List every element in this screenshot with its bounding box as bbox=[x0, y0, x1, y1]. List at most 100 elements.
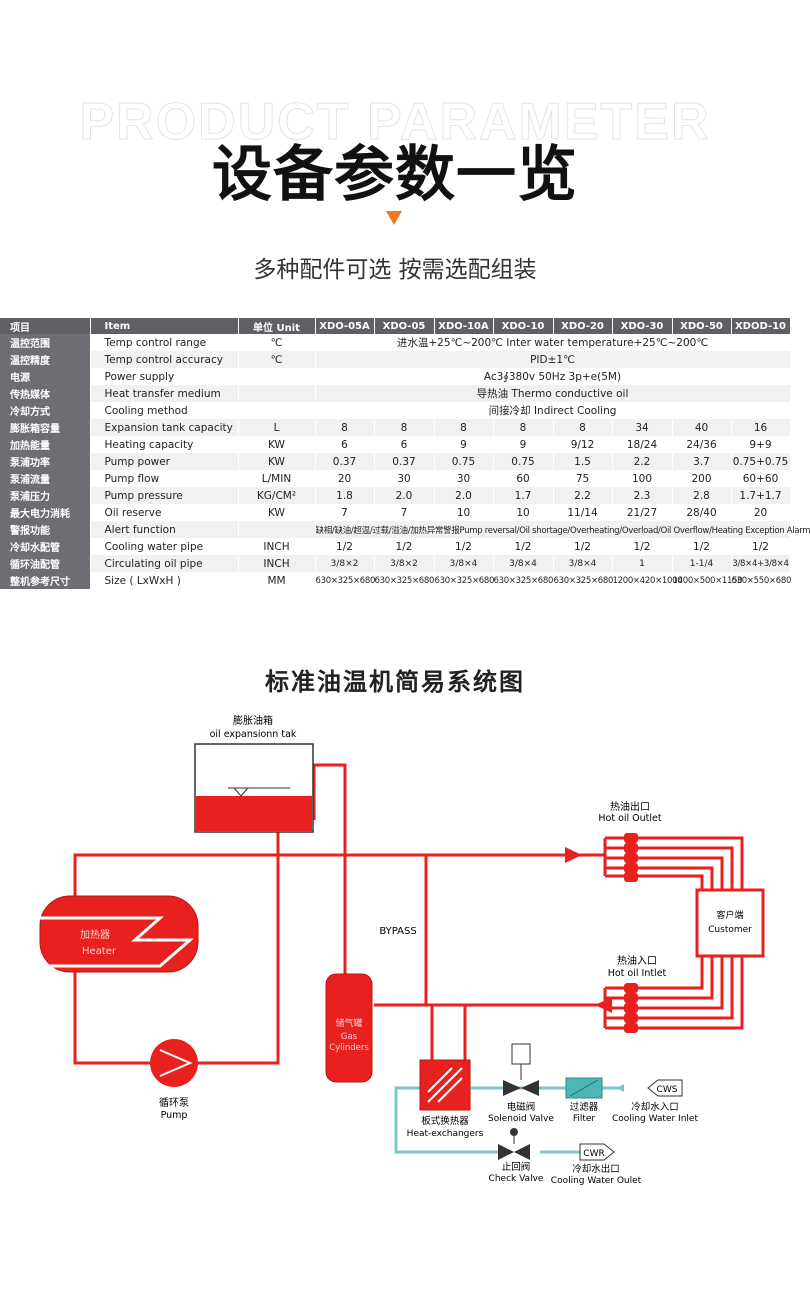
row-value: 2.0 bbox=[434, 487, 494, 504]
row-label-cn: 循环油配管 bbox=[0, 555, 91, 572]
filter-label-en: Filter bbox=[573, 1114, 596, 1124]
row-value: 0.75+0.75 bbox=[731, 453, 791, 470]
table-row: 膨胀箱容量 Expansion tank capacity L 8 8 8 8 … bbox=[0, 419, 791, 436]
row-value: 0.37 bbox=[374, 453, 435, 470]
cws-text: CWS bbox=[657, 1085, 678, 1095]
row-value: 630×325×680 bbox=[553, 572, 613, 589]
row-value: 3/8×4 bbox=[493, 555, 554, 572]
gas-label-en-1: Gas bbox=[341, 1032, 358, 1042]
row-label-en: Expansion tank capacity bbox=[90, 419, 239, 436]
pipe-pump-to-tank bbox=[198, 830, 280, 1065]
row-label-en: Cooling water pipe bbox=[90, 538, 239, 555]
row-value: 1200×420×1000 bbox=[612, 572, 683, 589]
row-unit bbox=[238, 368, 316, 385]
column-header: Item bbox=[90, 318, 239, 334]
row-unit: L bbox=[238, 419, 316, 436]
row-value: 1.7+1.7 bbox=[731, 487, 791, 504]
row-label-cn: 冷却水配管 bbox=[0, 538, 91, 555]
row-unit: KW bbox=[238, 436, 316, 453]
cws-label-cn: 冷却水入口 bbox=[631, 1101, 679, 1113]
row-value: 1/2 bbox=[672, 538, 732, 555]
pipe-water-return bbox=[394, 1086, 500, 1154]
row-unit bbox=[238, 402, 316, 419]
cwr-label-cn: 冷却水出口 bbox=[572, 1163, 620, 1175]
row-value: 6 bbox=[315, 436, 375, 453]
row-value: 9 bbox=[493, 436, 554, 453]
row-value: 60 bbox=[493, 470, 554, 487]
row-value: 20 bbox=[315, 470, 375, 487]
expansion-tank-label-cn: 膨胀油箱 bbox=[233, 714, 273, 727]
pump-label-en: Pump bbox=[161, 1110, 188, 1121]
row-value: 3/8×4 bbox=[434, 555, 494, 572]
row-label-cn: 加热能量 bbox=[0, 436, 91, 453]
row-label-cn: 警报功能 bbox=[0, 521, 91, 538]
table-row: 整机参考尺寸 Size ( LxWxH ) MM 630×325×680 630… bbox=[0, 572, 791, 589]
row-unit: KG/CM² bbox=[238, 487, 316, 504]
row-value: 2.2 bbox=[553, 487, 613, 504]
row-value: 1/2 bbox=[315, 538, 375, 555]
valve-left-icon bbox=[503, 1080, 521, 1096]
column-header: XDO-10 bbox=[493, 318, 554, 334]
row-value: 630×325×680 bbox=[315, 572, 375, 589]
hot-outlet-label-en: Hot oil Outlet bbox=[598, 813, 662, 824]
row-unit: ℃ bbox=[238, 334, 316, 351]
row-value: 21/27 bbox=[612, 504, 673, 521]
row-label-cn: 泵浦功率 bbox=[0, 453, 91, 470]
row-value: 100 bbox=[612, 470, 673, 487]
row-value: 7 bbox=[315, 504, 375, 521]
table-row: 泵浦功率 Pump power KW 0.37 0.37 0.75 0.75 1… bbox=[0, 453, 791, 470]
row-unit: KW bbox=[238, 504, 316, 521]
row-value-span: PID±1℃ bbox=[315, 351, 791, 368]
filter-mesh bbox=[569, 1079, 599, 1097]
row-label-cn: 最大电力消耗 bbox=[0, 504, 91, 521]
pump-arrow-icon bbox=[159, 1049, 193, 1077]
column-header: 项目 bbox=[0, 318, 91, 334]
row-value: 1/2 bbox=[374, 538, 435, 555]
solenoid-label-cn: 电磁阀 bbox=[507, 1101, 536, 1113]
row-label-en: Pump power bbox=[90, 453, 239, 470]
row-value: 9/12 bbox=[553, 436, 613, 453]
row-label-en: Circulating oil pipe bbox=[90, 555, 239, 572]
caret-down-icon bbox=[386, 211, 402, 225]
row-label-en: Oil reserve bbox=[90, 504, 239, 521]
table-row: 循环油配管 Circulating oil pipe INCH 3/8×2 3/… bbox=[0, 555, 791, 572]
table-row: 温控范围 Temp control range ℃ 进水温+25℃~200℃ I… bbox=[0, 334, 791, 351]
row-value-span: 导热油 Thermo conductive oil bbox=[315, 385, 791, 402]
arrow-right-icon bbox=[565, 847, 582, 863]
row-label-en: Temp control accuracy bbox=[90, 351, 239, 368]
column-header: 单位 Unit bbox=[238, 318, 316, 334]
row-value: 1/2 bbox=[434, 538, 494, 555]
row-label-en: Size ( LxWxH ) bbox=[90, 572, 239, 589]
arrow-left-icon bbox=[616, 1084, 624, 1092]
row-value: 18/24 bbox=[612, 436, 673, 453]
row-value: 0.37 bbox=[315, 453, 375, 470]
table-row: 冷却方式 Cooling method 间接冷却 Indirect Coolin… bbox=[0, 402, 791, 419]
filter-label-cn: 过滤器 bbox=[570, 1101, 599, 1113]
row-unit: KW bbox=[238, 453, 316, 470]
row-unit: ℃ bbox=[238, 351, 316, 368]
row-unit: INCH bbox=[238, 538, 316, 555]
row-value: 3.7 bbox=[672, 453, 732, 470]
row-value: 2.2 bbox=[612, 453, 673, 470]
customer-label-cn: 客户端 bbox=[716, 909, 743, 921]
row-value-span: 间接冷却 Indirect Cooling bbox=[315, 402, 791, 419]
row-label-cn: 膨胀箱容量 bbox=[0, 419, 91, 436]
watermark-text: PRODUCT PARAMETER bbox=[79, 93, 711, 152]
row-label-en: Temp control range bbox=[90, 334, 239, 351]
row-value: 1.5 bbox=[553, 453, 613, 470]
row-value-span: 缺相/缺油/超温/过载/溢油/加热异常警报Pump reversal/Oil s… bbox=[315, 521, 810, 538]
row-label-cn: 电源 bbox=[0, 368, 91, 385]
row-label-en: Pump flow bbox=[90, 470, 239, 487]
row-value: 3/8×4 bbox=[553, 555, 613, 572]
row-value: 8 bbox=[315, 419, 375, 436]
table-row: 温控精度 Temp control accuracy ℃ PID±1℃ bbox=[0, 351, 791, 368]
row-label-en: Power supply bbox=[90, 368, 239, 385]
row-unit: L/MIN bbox=[238, 470, 316, 487]
pipe-tank-to-gas bbox=[312, 763, 347, 980]
hot-outlet-label-cn: 热油出口 bbox=[610, 800, 650, 813]
row-value: 8 bbox=[553, 419, 613, 436]
row-value: 7 bbox=[374, 504, 435, 521]
pump-label-cn: 循环泵 bbox=[159, 1096, 189, 1109]
row-value: 8 bbox=[434, 419, 494, 436]
inlet-valves bbox=[624, 983, 638, 1033]
